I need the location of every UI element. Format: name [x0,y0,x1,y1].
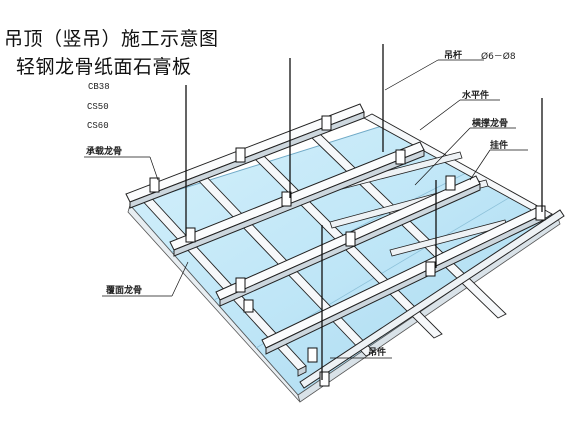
label-shuipingjian: 水平件 [462,91,490,101]
label-fugai: 覆面龙骨 [106,286,143,296]
title-line-1: 吊顶（竖吊）施工示意图 [4,28,219,50]
title-line-2: 轻钢龙骨纸面石膏板 [16,56,192,78]
hanger-rods [185,44,543,380]
label-diaogan-spec: Ø6－Ø8 [481,52,516,62]
spec-label-cs60: CS60 [87,121,109,131]
label-diaojian: 吊件 [368,348,387,358]
label-guajian: 挂件 [490,141,509,151]
spec-label-cs50: CS50 [87,102,109,112]
leader-lines [84,59,528,359]
label-hengcheng: 横撑龙骨 [472,119,509,129]
spec-label-cb38: CB38 [88,82,110,92]
label-chengzai: 承载龙骨 [86,147,123,157]
label-diaogan: 吊杆 [444,51,463,61]
